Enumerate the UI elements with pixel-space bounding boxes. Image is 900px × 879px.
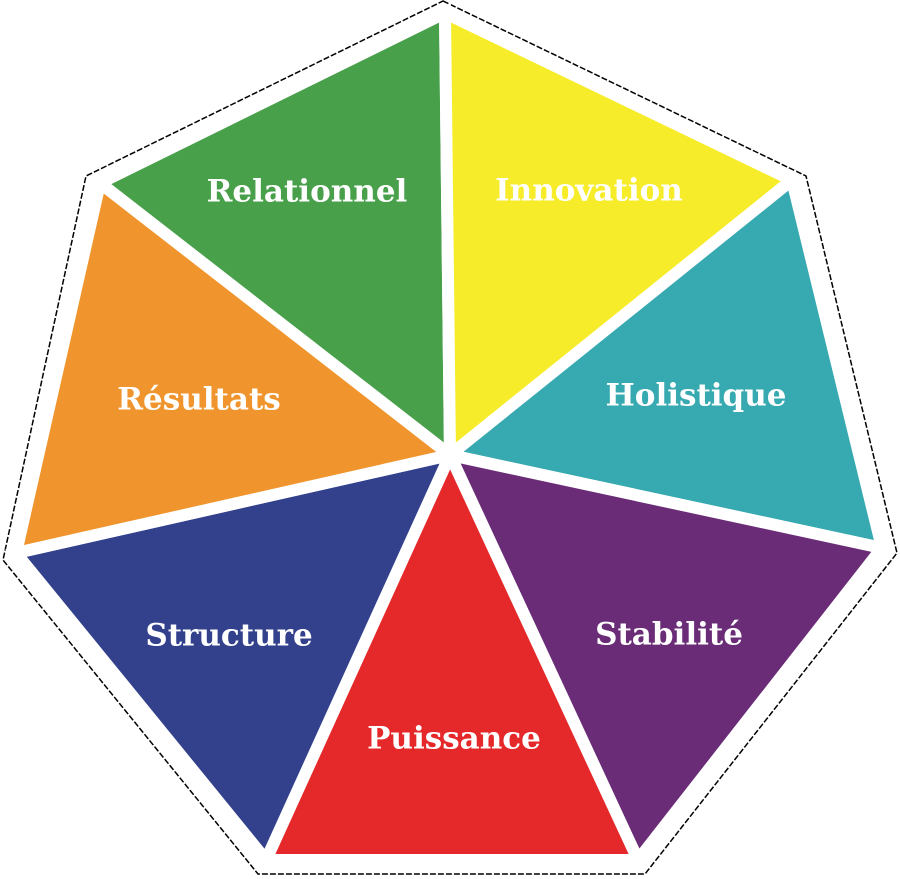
segment-label-resultats: Résultats (117, 382, 280, 418)
segment-label-relationnel: Relationnel (207, 174, 408, 210)
segment-label-puissance: Puissance (367, 721, 541, 757)
segment-label-innovation: Innovation (495, 173, 683, 209)
segment-label-structure: Structure (145, 618, 312, 654)
segment-label-stabilite: Stabilité (595, 617, 743, 653)
segment-resultats (8, 172, 464, 561)
segment-label-holistique: Holistique (605, 378, 786, 414)
